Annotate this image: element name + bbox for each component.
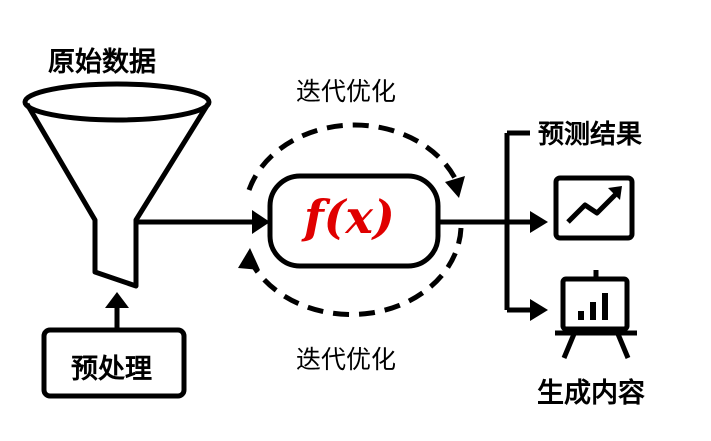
to-generation-arrowhead [530,299,548,321]
loop-arrowhead-top [445,176,465,198]
preprocess-box [41,327,187,399]
to-prediction-arrowhead [530,211,548,233]
raw-data-label: 原始数据 [48,47,156,78]
preprocess-label: 预处理 [71,354,152,385]
funnel-icon [22,81,212,289]
trend-chart-icon [553,175,635,241]
iteration-loop [238,122,465,317]
preprocess-to-funnel-arrow [105,292,129,330]
prediction-label: 预测结果 [538,120,643,150]
presentation-easel-icon [555,270,637,359]
generation-label: 生成内容 [537,378,645,409]
iteration-label-bottom: 迭代优化 [296,345,397,374]
funnel-to-function-arrow [138,210,270,234]
iteration-label-top: 迭代优化 [296,77,397,106]
function-label: f(x) [304,190,395,244]
loop-arrowhead-bottom [238,248,260,270]
output-branch [438,130,530,313]
